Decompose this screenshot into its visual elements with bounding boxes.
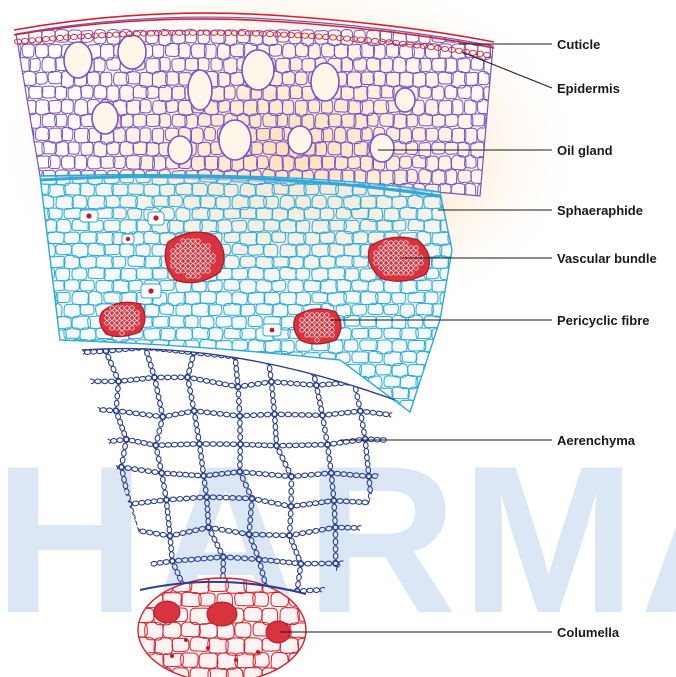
columella-region	[127, 577, 327, 677]
label-cuticle: Cuticle	[557, 37, 600, 53]
label-vascular-bundle: Vascular bundle	[557, 251, 657, 267]
cortex-region	[32, 171, 467, 426]
label-sphaeraphide: Sphaeraphide	[557, 203, 643, 219]
label-pericyclic-fibre: Pericyclic fibre	[557, 313, 650, 329]
label-epidermis: Epidermis	[557, 81, 620, 97]
label-oil-gland: Oil gland	[557, 143, 613, 159]
label-columella: Columella	[557, 625, 619, 641]
label-aerenchyma: Aerenchyma	[557, 433, 635, 449]
